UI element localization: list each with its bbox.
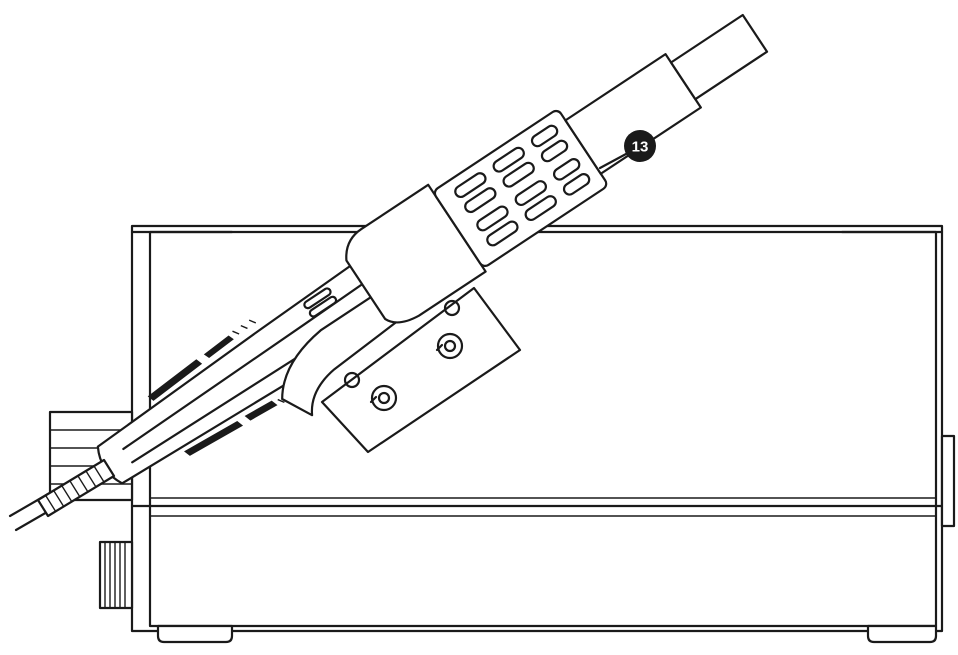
callout-13-marker (624, 130, 656, 162)
rear-connector (940, 434, 956, 528)
hot-air-handpiece (96, 13, 769, 485)
power-cable (8, 458, 116, 532)
holder-bracket (320, 286, 522, 454)
callout-13-label: 13 (632, 139, 649, 156)
station-housing (130, 224, 944, 633)
station-feet (156, 624, 938, 644)
callout-13: 13 (598, 130, 656, 170)
front-threaded-connector (98, 540, 134, 610)
